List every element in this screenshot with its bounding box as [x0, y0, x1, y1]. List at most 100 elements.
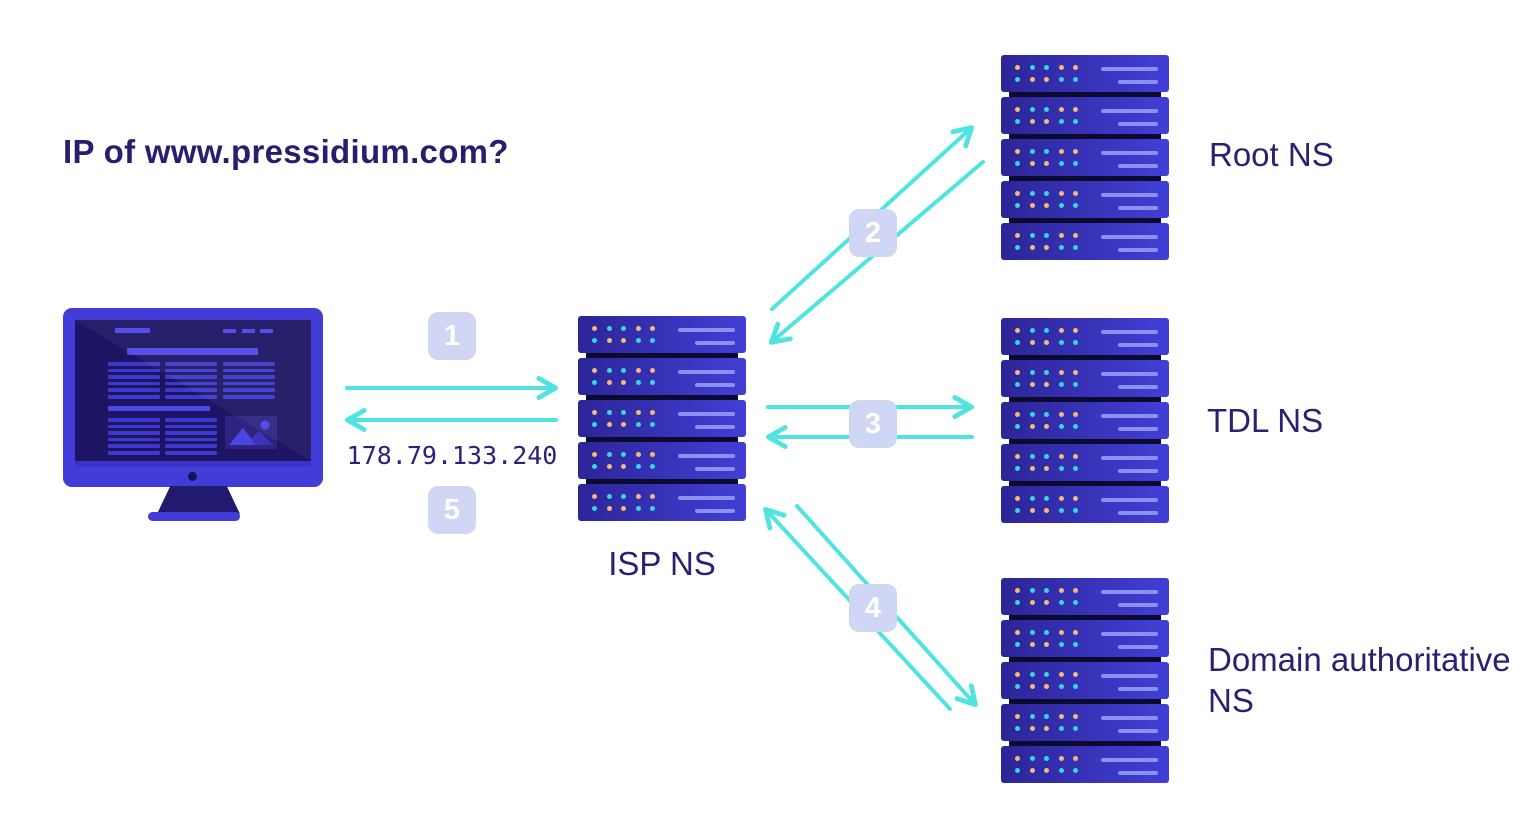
led-orange — [1015, 233, 1020, 238]
server-rack-gap — [1009, 439, 1161, 444]
step-badge-4: 4 — [849, 584, 897, 632]
led-cyan — [1073, 424, 1078, 429]
server-detail-line — [1118, 469, 1158, 473]
led-cyan — [606, 368, 612, 373]
led-orange — [1058, 588, 1064, 593]
led-cyan — [1073, 203, 1078, 208]
server-rack-gap — [1009, 397, 1161, 402]
led-cyan — [1029, 454, 1035, 459]
led-orange — [592, 368, 597, 373]
monitor-screen — [75, 320, 311, 461]
led-cyan — [1058, 600, 1064, 605]
server-rack-gap — [586, 437, 738, 442]
led-orange — [1058, 65, 1064, 70]
step-badge-2: 2 — [849, 209, 897, 257]
server-unit — [1001, 97, 1169, 134]
led-orange — [1029, 203, 1035, 208]
server-detail-line — [678, 370, 735, 374]
root-ns-server-stack — [1001, 55, 1169, 260]
led-orange — [1073, 756, 1078, 761]
server-rack-gap — [1009, 615, 1161, 620]
server-unit — [578, 316, 746, 353]
led-orange — [621, 380, 626, 385]
led-orange — [650, 410, 655, 415]
led-cyan — [1015, 340, 1020, 345]
server-detail-line — [1118, 427, 1158, 431]
led-orange — [1044, 466, 1049, 471]
led-orange — [1044, 726, 1049, 731]
server-detail-line — [1101, 498, 1158, 502]
monitor-stand-neck — [157, 486, 240, 514]
screen-content-bar — [108, 381, 160, 386]
led-orange — [1058, 149, 1064, 154]
led-orange — [1058, 233, 1064, 238]
led-orange — [1029, 726, 1035, 731]
led-orange — [1073, 107, 1078, 112]
server-detail-line — [1101, 151, 1158, 155]
server-detail-line — [1101, 590, 1158, 594]
server-unit — [1001, 620, 1169, 657]
led-orange — [1058, 496, 1064, 501]
screen-content-bar — [223, 395, 275, 399]
led-cyan — [1029, 370, 1035, 375]
led-cyan — [1015, 508, 1020, 513]
led-cyan — [1058, 768, 1064, 773]
led-orange — [1058, 107, 1064, 112]
led-orange — [1029, 161, 1035, 166]
screen-content-bar — [108, 406, 210, 411]
screen-content-bar — [108, 424, 160, 429]
led-cyan — [1029, 191, 1035, 196]
led-cyan — [1015, 382, 1020, 387]
led-cyan — [1073, 600, 1078, 605]
step-badge-3: 3 — [849, 400, 897, 448]
led-orange — [606, 338, 612, 343]
led-orange — [635, 452, 641, 457]
domain-authoritative-ns-label: Domain authoritative NS — [1208, 641, 1511, 719]
led-cyan — [1029, 233, 1035, 238]
led-orange — [1044, 382, 1049, 387]
screen-content-bar — [165, 424, 217, 429]
led-orange — [1044, 424, 1049, 429]
server-unit — [1001, 318, 1169, 355]
led-orange — [1044, 508, 1049, 513]
led-cyan — [1015, 600, 1020, 605]
screen-content-bar — [108, 395, 160, 399]
led-cyan — [1058, 642, 1064, 647]
led-orange — [1058, 672, 1064, 677]
screen-content-bar — [165, 395, 217, 399]
screen-content-bar — [108, 431, 160, 435]
led-orange — [1073, 65, 1078, 70]
led-cyan — [621, 410, 626, 415]
screen-content-bar — [165, 375, 217, 379]
led-cyan — [621, 452, 626, 457]
server-detail-line — [1118, 80, 1158, 84]
led-cyan — [650, 380, 655, 385]
monitor-stand-base — [148, 512, 240, 521]
led-cyan — [1015, 161, 1020, 166]
server-unit — [1001, 662, 1169, 699]
server-detail-line — [1118, 385, 1158, 389]
led-cyan — [606, 410, 612, 415]
led-cyan — [1044, 65, 1049, 70]
screen-content-bar — [165, 431, 217, 435]
server-unit — [1001, 360, 1169, 397]
led-orange — [1044, 245, 1049, 250]
led-orange — [1015, 412, 1020, 417]
led-orange — [1015, 65, 1020, 70]
led-cyan — [1029, 149, 1035, 154]
server-unit — [1001, 402, 1169, 439]
screen-content-bar — [165, 451, 217, 455]
led-cyan — [635, 422, 641, 427]
server-unit — [1001, 486, 1169, 523]
led-cyan — [1058, 203, 1064, 208]
led-orange — [1073, 233, 1078, 238]
led-cyan — [1058, 508, 1064, 513]
server-detail-line — [1101, 235, 1158, 239]
screen-content-bar — [223, 388, 275, 392]
led-cyan — [606, 326, 612, 331]
led-cyan — [1058, 340, 1064, 345]
led-cyan — [635, 338, 641, 343]
led-orange — [1015, 328, 1020, 333]
led-orange — [650, 494, 655, 499]
led-cyan — [1029, 588, 1035, 593]
